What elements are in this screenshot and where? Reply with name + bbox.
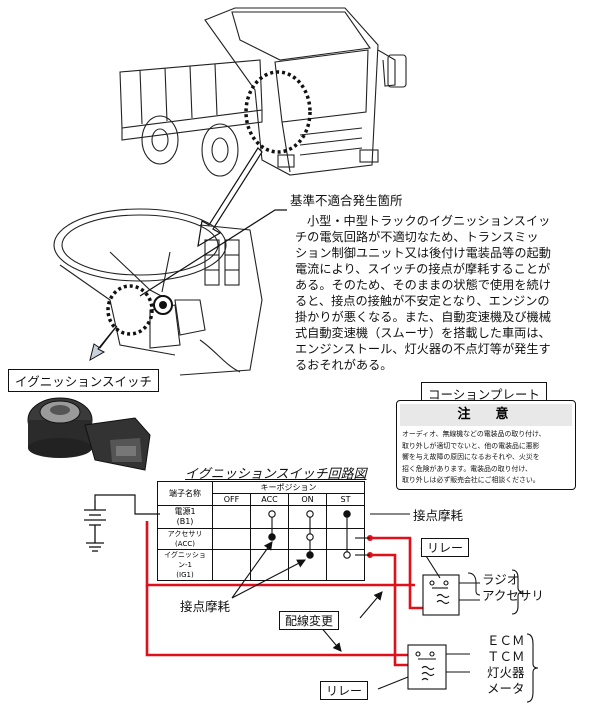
load-lamps: 灯火器 <box>487 665 525 680</box>
defect-line: 式自動変速機（スムーサ）を搭載した車両は、 <box>295 326 551 340</box>
relay-bottom <box>407 644 447 690</box>
relay-bottom-label: リレー <box>320 681 369 700</box>
caution-line: オーディオ、無線機などの電装品の取り付け、 <box>402 430 546 438</box>
switch-arrow <box>89 325 118 362</box>
load-accessory: アクセサリ <box>482 588 544 603</box>
defect-leader-line <box>139 209 287 297</box>
ignition-switch-label: イグニッションスイッチ <box>8 369 160 392</box>
defect-line: 電流により、スイッチの接点が摩耗することが <box>295 262 551 276</box>
position-acc: ACC <box>250 493 289 506</box>
position-on: ON <box>288 493 327 506</box>
caution-plate: 注 意 オーディオ、無線機などの電装品の取り付け、 取り外しが適切でないと、他の… <box>396 400 576 490</box>
terminal-ig1: イグニッション-1(IG1) <box>157 549 213 581</box>
defect-line: 掛かりが悪くなる。また、自動変速機及び機械 <box>295 310 551 324</box>
caution-body: オーディオ、無線機などの電装品の取り付け、 取り外しが適切でないと、他の電装品に… <box>397 429 575 487</box>
position-off: OFF <box>212 493 251 506</box>
load-brace-bottom <box>526 633 539 703</box>
caution-line: 響を与え故障の原因になるおそれや、火災を <box>402 453 540 461</box>
defect-line: エンジンストール、灯火器の不点灯等が発生す <box>295 342 551 356</box>
truck-illustration <box>119 7 407 177</box>
defect-line: ると、接点の接触が不安定となり、エンジンの <box>295 294 550 308</box>
defect-circle-truck <box>244 70 312 154</box>
relay-top-label: リレー <box>421 538 470 557</box>
battery-symbol <box>84 500 106 552</box>
defect-circle-switch <box>106 284 154 336</box>
load-ecm: ＥＣＭ <box>487 633 525 648</box>
contact-wear-label-left: 接点摩耗 <box>180 599 231 614</box>
zoom-arrow <box>197 147 263 248</box>
wiring-change-label: 配線変更 <box>279 611 340 630</box>
contact-wear-label-right: 接点摩耗 <box>413 508 464 523</box>
caution-line: 招く危険があります。電装品の取り付け、 <box>402 464 532 473</box>
ignition-switch-photo <box>27 397 151 471</box>
defect-line: 小型・中型トラックのイグニッションスイッ <box>307 214 551 228</box>
load-meter: メータ <box>487 681 525 696</box>
defect-line: ション制御ユニット又は後付け電装品等の起動 <box>295 246 551 260</box>
steering-illustration <box>53 208 263 376</box>
position-st: ST <box>326 493 365 506</box>
defect-line: チの電気回路が不適切なため、トランスミッ <box>295 230 539 244</box>
defect-line: るおそれがある。 <box>295 358 393 372</box>
defect-description-box: 小型・中型トラックのイグニッションスイッ チの電気回路が不適切なため、トランスミ… <box>287 207 587 377</box>
caution-line: 取り外しが適切でないと、他の電装品に悪影 <box>402 441 540 450</box>
terminal-header: 端子名称 <box>157 481 213 506</box>
load-top: ラジオ アクセサリ <box>482 572 544 604</box>
terminal-acc: アクセサリ(ACC) <box>157 528 213 550</box>
load-brace-top <box>511 569 524 615</box>
load-bottom: ＥＣＭ ＴＣＭ 灯火器 メータ <box>487 633 525 697</box>
load-tcm: ＴＣＭ <box>487 649 525 664</box>
key-slot <box>159 301 167 309</box>
caution-line: 取り外しは必ず販売会社にご相談ください。 <box>402 476 540 484</box>
caution-title: 注 意 <box>400 404 572 426</box>
circuit-title: イグニッションスイッチ回路図 <box>185 467 367 482</box>
key-position-header: キーポジション <box>212 481 365 494</box>
defect-line: ある。そのため、そのままの状態で使用を続け <box>295 278 551 292</box>
defect-location-label: 基準不適合発生箇所 <box>290 193 403 208</box>
switch-table: 端子名称 キーポジション OFF ACC ON ST 電源1(B1) アクセサリ… <box>157 481 365 581</box>
load-radio: ラジオ <box>482 572 520 587</box>
terminal-b1: 電源1(B1) <box>157 505 213 529</box>
relay-top <box>422 574 460 616</box>
battery-to-switch-wire <box>94 494 160 515</box>
